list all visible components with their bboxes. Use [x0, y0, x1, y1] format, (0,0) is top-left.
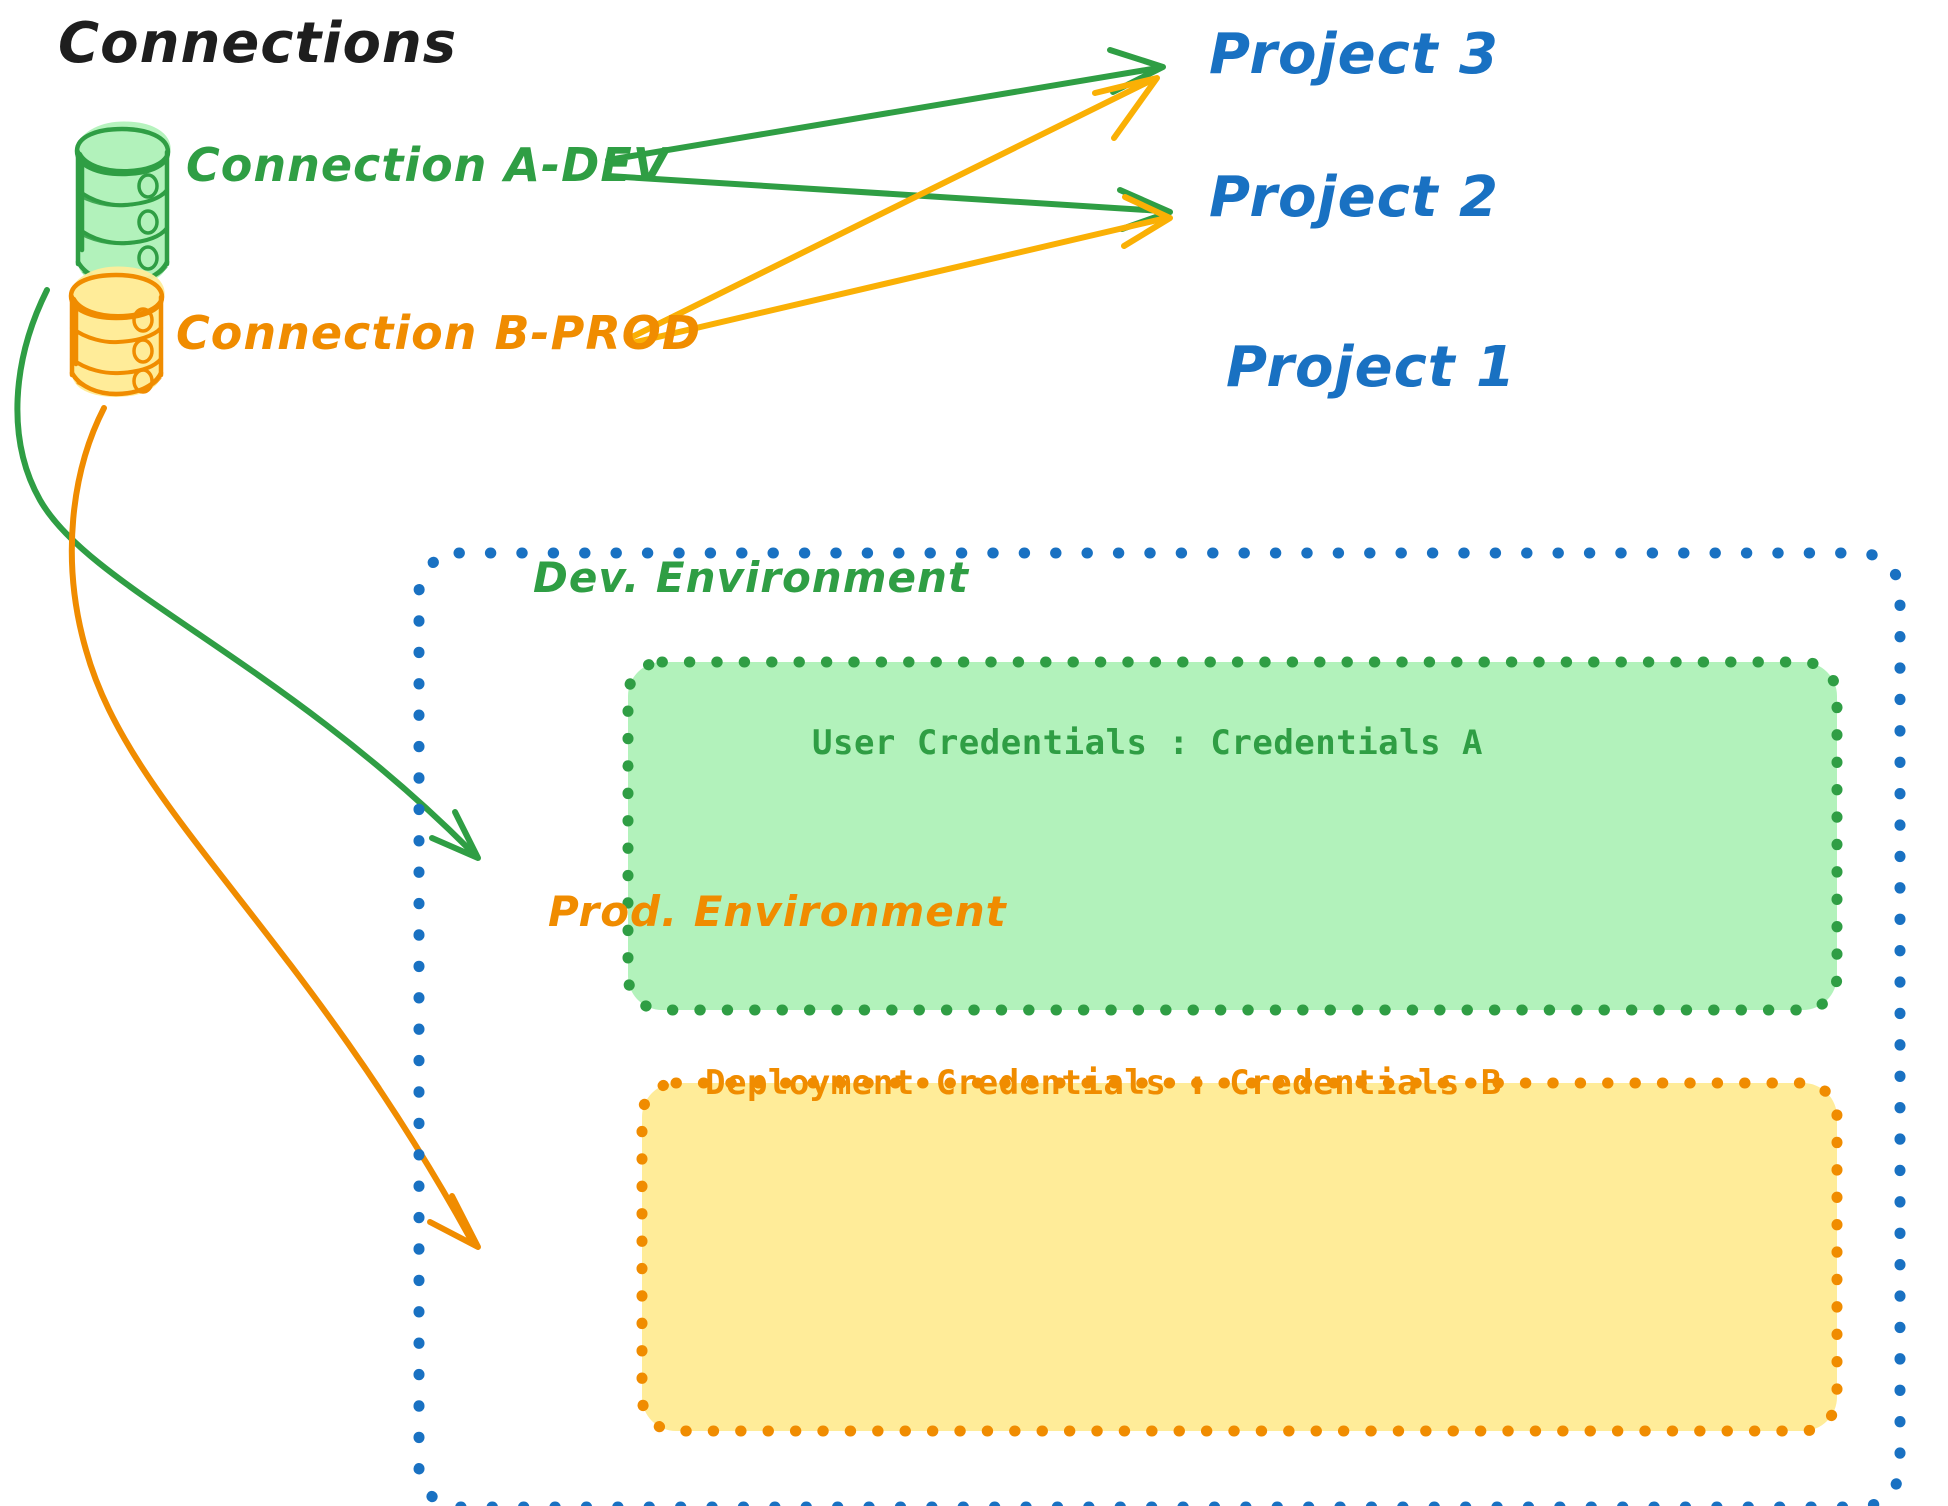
- project-3-label[interactable]: Project 3: [1209, 22, 1500, 87]
- project-2-label[interactable]: Project 2: [1209, 165, 1500, 230]
- prod-environment-title: Prod. Environment: [548, 887, 1007, 936]
- arrow-b-prod-to-project-2: [629, 194, 1173, 346]
- arrow-b-prod-to-prod-environment: [68, 405, 481, 1250]
- arrow-a-dev-to-dev-environment: [14, 287, 481, 861]
- database-icon-connection-a-dev[interactable]: [74, 121, 171, 286]
- dev-environment-title: Dev. Environment: [533, 553, 969, 602]
- arrow-b-prod-to-project-3: [629, 75, 1160, 340]
- database-icon-connection-b-prod[interactable]: [68, 266, 165, 397]
- arrow-a-dev-to-project-2: [605, 173, 1173, 232]
- dev-environment-credentials: User Credentials : Credentials A: [812, 723, 1484, 763]
- connection-a-dev-label[interactable]: Connection A-DEV: [186, 138, 670, 192]
- prod-environment-credentials: Deployment Credentials : Credentials B: [705, 1063, 1502, 1103]
- project-1-container-border: [413, 547, 1906, 1506]
- dev-environment-box[interactable]: [622, 656, 1843, 1016]
- prod-environment-box[interactable]: [636, 1077, 1843, 1437]
- connection-b-prod-label[interactable]: Connection B-PROD: [176, 306, 702, 360]
- project-1-label[interactable]: Project 1: [1226, 335, 1517, 400]
- page-title: Connections: [58, 11, 458, 76]
- arrow-a-dev-to-project-3: [605, 47, 1166, 163]
